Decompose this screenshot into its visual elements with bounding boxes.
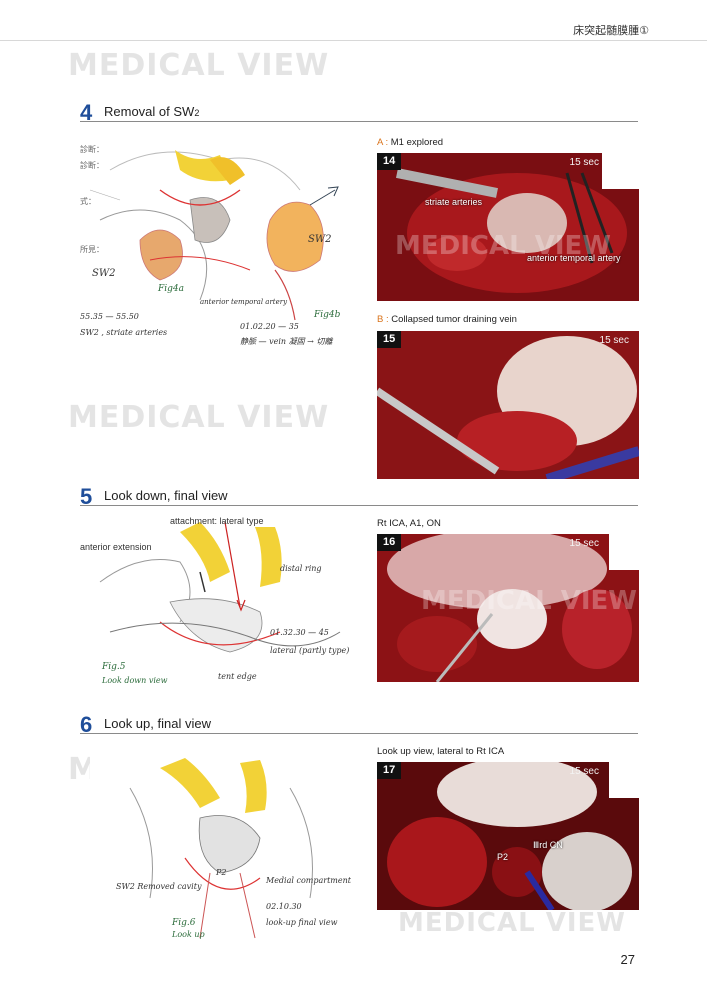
section-4-title: Removal of SW2	[104, 104, 199, 119]
sketch-time-5: 01.32.30 — 45	[270, 628, 329, 637]
sketch-time-2: 01.02.20 — 35	[240, 322, 299, 331]
sketch-label-3: 式：	[80, 197, 96, 206]
photo-16-time: 15 sec	[569, 538, 599, 549]
section-5-title: Look down, final view	[104, 488, 228, 503]
sketch-note-1: SW2 , striate arteries	[80, 328, 168, 337]
photo-15-caption: B : Collapsed tumor draining vein	[377, 314, 517, 325]
photo-14-label-striate: striate arteries	[425, 197, 483, 207]
sketch-fig5-drawing	[99, 521, 341, 653]
running-title: 床突起髄膜腫①	[573, 25, 649, 37]
sketch-look-down: Look down view	[102, 676, 168, 685]
sketch-lookup: Look up	[172, 930, 205, 939]
photo-16-watermark: MEDICAL VIEW	[421, 586, 637, 616]
section-4-rule	[80, 121, 638, 122]
sketch-lateral: lateral (partly type)	[270, 646, 350, 655]
photo-17-label-cn3: Ⅲrd CN	[533, 840, 563, 850]
photo-17: 17 15 sec Ⅲrd CN P2	[377, 762, 639, 910]
photo-17-label-p2: P2	[497, 852, 509, 862]
watermark-top: MEDICAL VIEW	[68, 48, 330, 83]
sketch-fig6-drawing	[129, 758, 313, 939]
photo-16-number: 16	[377, 534, 402, 551]
photo-15-image	[377, 331, 639, 479]
sketch-medial: Medial compartment	[266, 876, 351, 885]
photo-16: 16 15 sec MEDICAL VIEW	[377, 534, 639, 682]
section-5-rule	[80, 505, 638, 506]
sketch-fig4-drawing	[89, 150, 339, 321]
photo-14-time: 15 sec	[569, 157, 599, 168]
photo-14-watermark: MEDICAL VIEW	[395, 231, 611, 261]
section-4-title-subscript: 2	[194, 108, 200, 118]
photo-17-time: 15 sec	[569, 766, 599, 777]
sketch-attachment-label: attachment: lateral type	[170, 516, 264, 526]
photo-16-caption: Rt ICA, A1, ON	[377, 518, 441, 529]
sketch-time-1: 55.35 — 55.50	[80, 312, 139, 321]
photo-14-image	[377, 153, 639, 301]
section-5-number: 5	[80, 484, 93, 509]
sketch-ata: anterior temporal artery	[200, 298, 288, 306]
photo-14-caption-text: M1 explored	[390, 137, 444, 148]
sketch-distal-ring: distal ring	[280, 564, 322, 573]
sketch-p2: P2	[216, 868, 227, 877]
sketch-label-4: 所見：	[80, 245, 104, 254]
photo-16-image	[377, 534, 639, 682]
section-6-number: 6	[80, 712, 93, 737]
section-6-title: Look up, final view	[104, 716, 211, 731]
sketch-fig4b: Fig4b	[314, 310, 341, 320]
photo-15: 15 15 sec	[377, 331, 639, 479]
sketch-fig5: attachment: lateral type anterior extens…	[80, 512, 360, 697]
photo-15-caption-letter: B	[377, 314, 384, 325]
sketch-fig4: 診断： 診断： 式： 所見： SW2 SW2 Fig4a Fig4b anter…	[80, 130, 360, 350]
photo-14-caption-letter: A	[377, 137, 383, 148]
sketch-fig4a: Fig4a	[158, 284, 184, 294]
photo-17-number: 17	[377, 762, 402, 779]
photo-14: 14 15 sec MEDICAL VIEW striate arteries …	[377, 153, 639, 301]
sketch-sw2-left: SW2	[92, 268, 116, 279]
photo-15-time: 15 sec	[599, 335, 629, 346]
sketch-sw2-right: SW2	[308, 234, 332, 245]
sketch-fig5: Fig.5	[102, 662, 126, 672]
watermark-bottom: MEDICAL VIEW	[398, 908, 626, 938]
sketch-note-2: 静脈 — vein 凝固 → 切離	[240, 337, 333, 346]
photo-15-caption-text: Collapsed tumor draining vein	[391, 314, 517, 325]
sketch-sw-removed: SW2 Removed cavity	[116, 882, 202, 891]
photo-17-caption: Look up view, lateral to Rt ICA	[377, 746, 505, 757]
photo-14-number: 14	[377, 153, 402, 170]
sketch-label-2: 診断：	[80, 161, 104, 170]
sketch-label-1: 診断：	[80, 145, 104, 154]
header-rule	[0, 40, 707, 41]
section-4-number: 4	[80, 100, 93, 125]
photo-17-image	[377, 762, 639, 910]
section-6-rule	[80, 733, 638, 734]
sketch-lookup-final: look-up final view	[266, 918, 338, 927]
photo-14-caption: A : M1 explored	[377, 137, 444, 148]
sketch-anterior-label: anterior extension	[80, 542, 152, 552]
photo-14-label-ata: anterior temporal artery	[527, 253, 621, 263]
sketch-time-6: 02.10.30	[266, 902, 302, 911]
sketch-fig6: SW2 Removed cavity P2 Medial compartment…	[90, 748, 360, 943]
photo-15-number: 15	[377, 331, 402, 348]
sketch-fig6: Fig.6	[172, 918, 196, 928]
section-4-title-text: Removal of SW	[104, 104, 195, 119]
page-number: 27	[620, 952, 635, 967]
sketch-tent-edge: tent edge	[218, 672, 257, 681]
watermark-middle: MEDICAL VIEW	[68, 400, 330, 435]
